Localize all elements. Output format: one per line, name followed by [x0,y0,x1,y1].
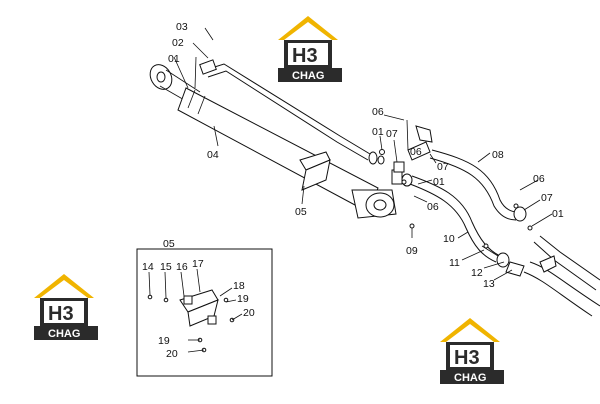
hose-08 [407,125,527,222]
callout-05: 05 [295,206,307,218]
logo-watermark-left: H3 CHAG [34,274,98,340]
detail-callout-17: 17 [192,258,204,270]
leader-lines [173,27,553,281]
logo-watermark-top: H3 CHAG [278,16,342,82]
detail-box-05: 05 14 15 16 17 18 19 20 19 20 [136,238,273,377]
callout-06c: 06 [533,173,545,185]
callout-13: 13 [483,278,495,290]
detail-callout-14: 14 [142,261,154,273]
callout-06d: 06 [427,201,439,213]
callout-11: 11 [449,257,460,269]
logo-mark: H3 [48,303,74,325]
detail-callout-18: 18 [233,280,245,292]
logo-word: CHAG [454,372,486,384]
callout-12: 12 [471,267,483,279]
callout-02: 02 [172,37,184,49]
main-callouts: 03 02 01 04 05 06 01 07 06 07 01 08 06 0… [168,21,564,290]
rod-side-pipe [199,59,385,165]
logo-word: CHAG [292,70,324,82]
detail-callout-16: 16 [176,261,188,273]
callout-07b: 07 [437,161,449,173]
callout-07c: 07 [541,192,553,204]
callout-09: 09 [406,245,418,257]
fittings [379,119,533,257]
detail-callout-20b: 20 [166,348,178,360]
callout-10: 10 [443,233,455,245]
callout-01d: 01 [552,208,564,220]
detail-callout-19b: 19 [158,335,170,347]
callout-03: 03 [176,21,188,33]
logo-watermark-bottom: H3 CHAG [440,318,504,384]
hydraulic-cylinder [149,64,403,219]
callout-08: 08 [492,149,504,161]
callout-01b: 01 [372,126,384,138]
logo-word: CHAG [48,328,80,340]
logo-mark: H3 [292,45,318,67]
detail-callout-20: 20 [243,307,255,319]
callout-06: 06 [372,106,384,118]
detail-callout-15: 15 [160,261,172,273]
callout-07: 07 [386,128,398,140]
detail-title: 05 [163,238,175,250]
hose-10 [401,173,600,317]
callout-06b: 06 [410,146,422,158]
callout-01c: 01 [433,176,445,188]
callout-01: 01 [168,53,180,65]
logo-mark: H3 [454,347,480,369]
callout-04: 04 [207,149,219,161]
detail-callout-19: 19 [237,293,249,305]
